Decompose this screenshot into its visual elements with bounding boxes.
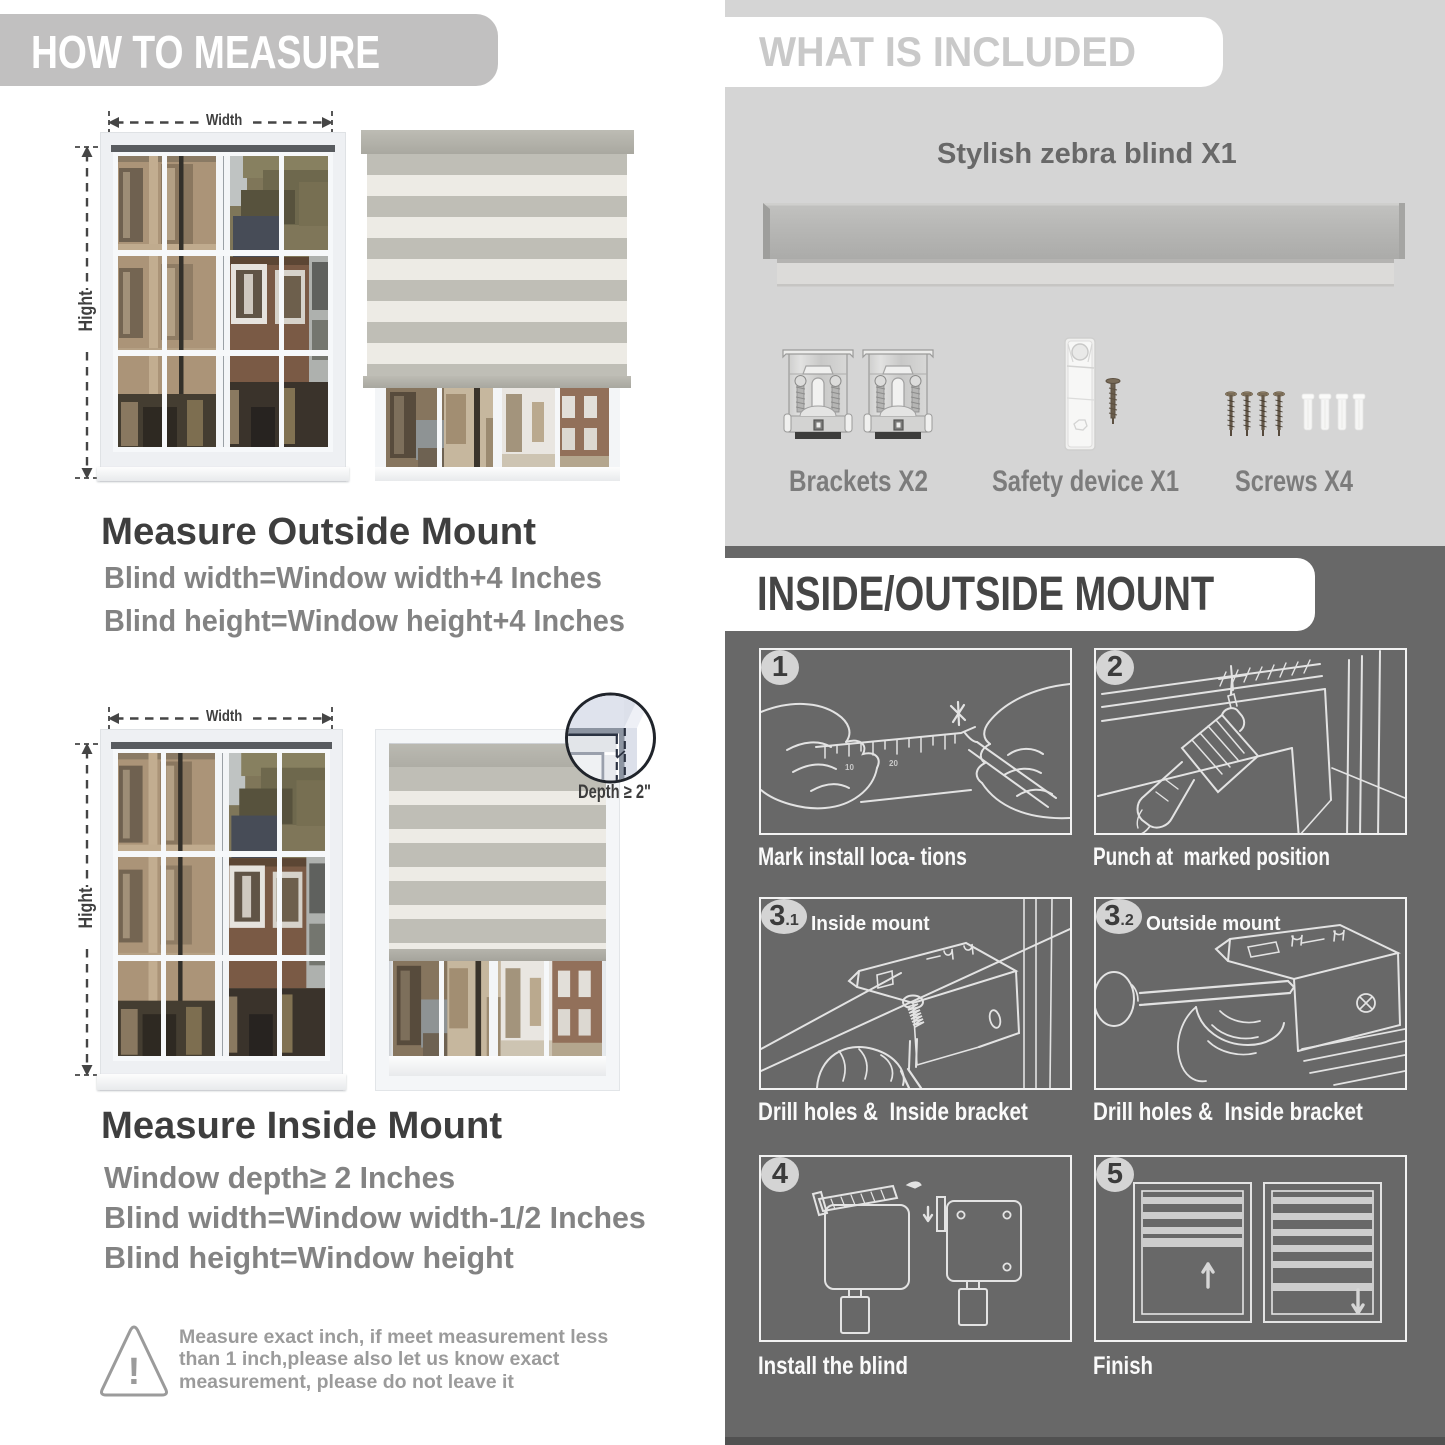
svg-text:20: 20 (889, 759, 898, 768)
svg-text:10: 10 (845, 763, 854, 772)
svg-text:!: ! (128, 1351, 141, 1393)
